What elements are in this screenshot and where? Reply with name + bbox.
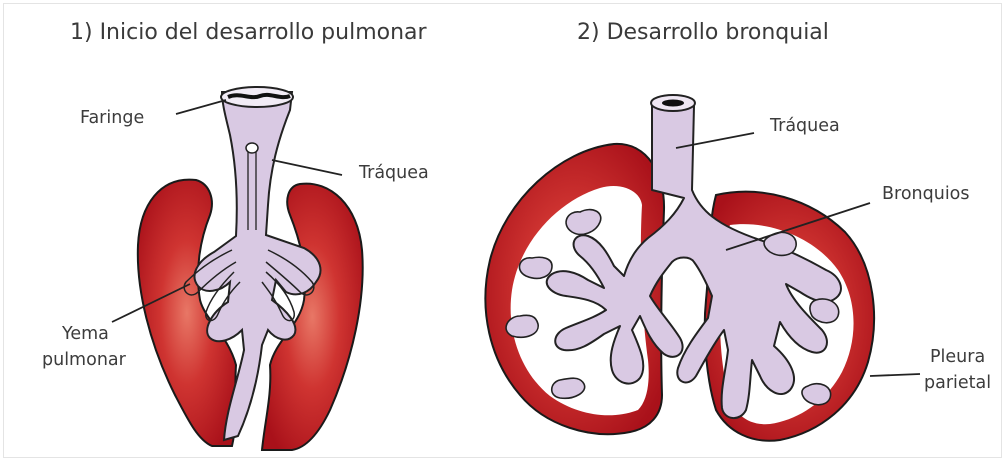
traquea-left-pointer bbox=[272, 160, 342, 175]
label-traquea-left: Tráquea bbox=[359, 161, 429, 185]
label-bronquios: Bronquios bbox=[882, 182, 970, 206]
label-yema-line1: Yema bbox=[62, 322, 109, 346]
label-traquea-right: Tráquea bbox=[770, 114, 840, 138]
label-faringe: Faringe bbox=[80, 106, 144, 130]
pleura-pointer bbox=[870, 374, 920, 376]
label-pleura-line2: parietal bbox=[924, 371, 991, 395]
faringe-pointer bbox=[176, 100, 226, 114]
label-pleura-line1: Pleura bbox=[930, 345, 985, 369]
label-yema-line2: pulmonar bbox=[42, 348, 126, 372]
